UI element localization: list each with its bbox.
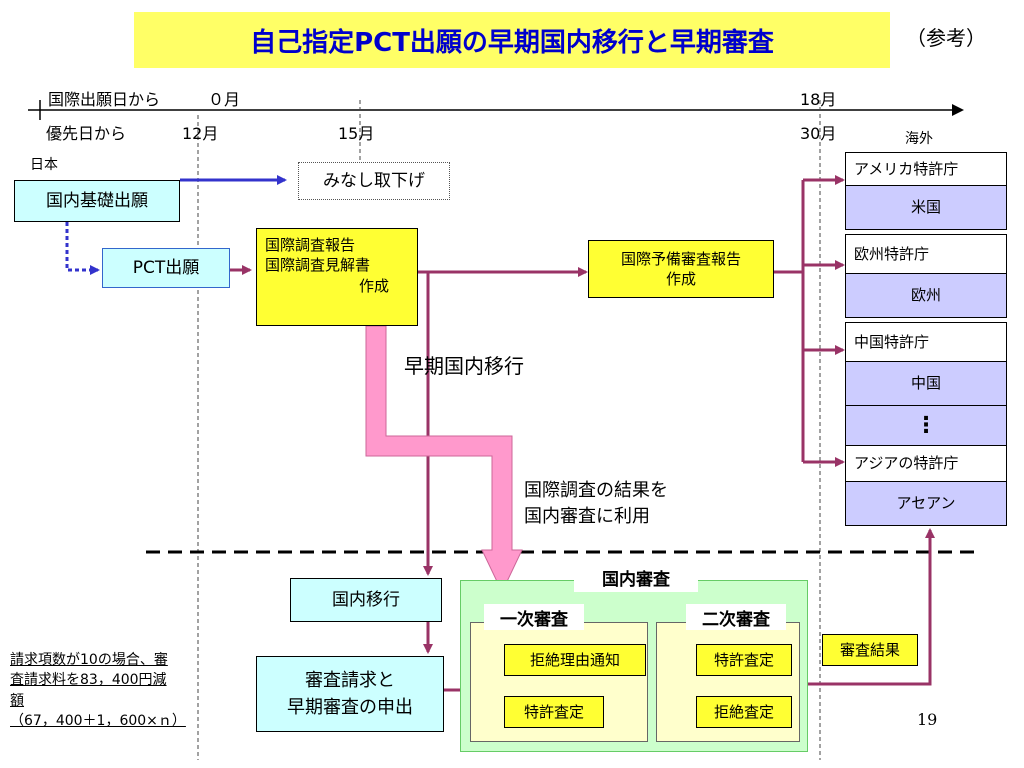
overseas-label: 海外 bbox=[905, 131, 933, 147]
pct-filing-box: PCT出願 bbox=[102, 248, 230, 288]
iprp-box: 国際予備審査報告 作成 bbox=[588, 240, 774, 298]
exam-request-line2: 早期審査の申出 bbox=[287, 697, 413, 718]
use-results-line2: 国内審査に利用 bbox=[524, 506, 650, 528]
page-number: 19 bbox=[917, 710, 938, 729]
exam-request-box: 審査請求と 早期審査の申出 bbox=[256, 656, 444, 732]
deemed-withdrawal-box: みなし取下げ bbox=[298, 162, 450, 200]
iprp-line2: 作成 bbox=[665, 270, 696, 288]
office-eu: 欧州特許庁 bbox=[845, 234, 1007, 274]
use-results-label: 国際調査の結果を 国内審査に利用 bbox=[524, 478, 668, 530]
national-entry-box: 国内移行 bbox=[290, 578, 442, 622]
fee-note-line2: 査請求料を83，400円減 bbox=[10, 672, 167, 689]
first-exam-label: 一次審査 bbox=[484, 604, 584, 630]
timeline-row1-start: ０月 bbox=[208, 90, 241, 109]
japan-label: 日本 bbox=[30, 157, 58, 173]
arrow-to-pct bbox=[65, 222, 100, 275]
rejection-notice-box: 拒絶理由通知 bbox=[504, 644, 646, 676]
overseas-column: アメリカ特許庁 米国 欧州特許庁 欧州 中国特許庁 中国 ⋮ アジアの特許庁 ア… bbox=[845, 152, 1007, 526]
arrow-result-to-asean bbox=[808, 528, 935, 686]
office-asia: アジアの特許庁 bbox=[845, 446, 1007, 482]
second-exam-label: 二次審査 bbox=[686, 604, 786, 630]
fee-note-line4: （67，400＋1，600×ｎ） bbox=[10, 712, 186, 729]
national-exam-label: 国内審査 bbox=[574, 562, 698, 592]
reference-label: （参考） bbox=[906, 26, 986, 50]
grant-box-2: 特許査定 bbox=[696, 644, 792, 676]
country-eu: 欧州 bbox=[845, 274, 1007, 318]
ellipsis: ⋮ bbox=[845, 406, 1007, 446]
office-cn: 中国特許庁 bbox=[845, 322, 1007, 362]
early-entry-arrow bbox=[365, 325, 523, 594]
grant-box-1: 特許査定 bbox=[504, 696, 604, 728]
timeline-row2-label: 優先日から bbox=[46, 124, 127, 143]
domestic-basic-filing-box: 国内基礎出願 bbox=[14, 180, 180, 222]
fee-note: 請求項数が10の場合、審 査請求料を83，400円減 額 （67，400＋1，6… bbox=[10, 650, 240, 731]
iprp-line1: 国際予備審査報告 bbox=[620, 249, 741, 268]
timeline-row2-15: 15月 bbox=[338, 124, 375, 143]
isr-line1: 国際調査報告 bbox=[265, 236, 356, 254]
fee-note-line1: 請求項数が10の場合、審 bbox=[10, 652, 168, 668]
exam-result-box: 審査結果 bbox=[822, 634, 918, 666]
early-entry-label: 早期国内移行 bbox=[404, 354, 524, 378]
isr-line3: 作成 bbox=[358, 276, 389, 295]
rejection-decision-box: 拒絶査定 bbox=[696, 696, 792, 728]
country-us: 米国 bbox=[845, 186, 1007, 230]
timeline-row1-label: 国際出願日から bbox=[48, 90, 161, 109]
timeline-row2-30: 30月 bbox=[800, 124, 837, 143]
isr-box: 国際調査報告 国際調査見解書 作成 bbox=[256, 228, 418, 326]
timeline-row1-end: 18月 bbox=[800, 90, 837, 109]
country-cn: 中国 bbox=[845, 362, 1007, 406]
exam-request-line1: 審査請求と bbox=[305, 670, 395, 691]
use-results-line1: 国際調査の結果を bbox=[524, 480, 668, 501]
timeline-row2-12: 12月 bbox=[182, 124, 219, 143]
fee-note-line3: 額 bbox=[10, 692, 24, 709]
country-asean: アセアン bbox=[845, 482, 1007, 526]
isr-line2: 国際調査見解書 bbox=[265, 256, 371, 275]
page-title: 自己指定PCT出願の早期国内移行と早期審査 bbox=[134, 12, 890, 68]
office-us: アメリカ特許庁 bbox=[845, 152, 1007, 186]
